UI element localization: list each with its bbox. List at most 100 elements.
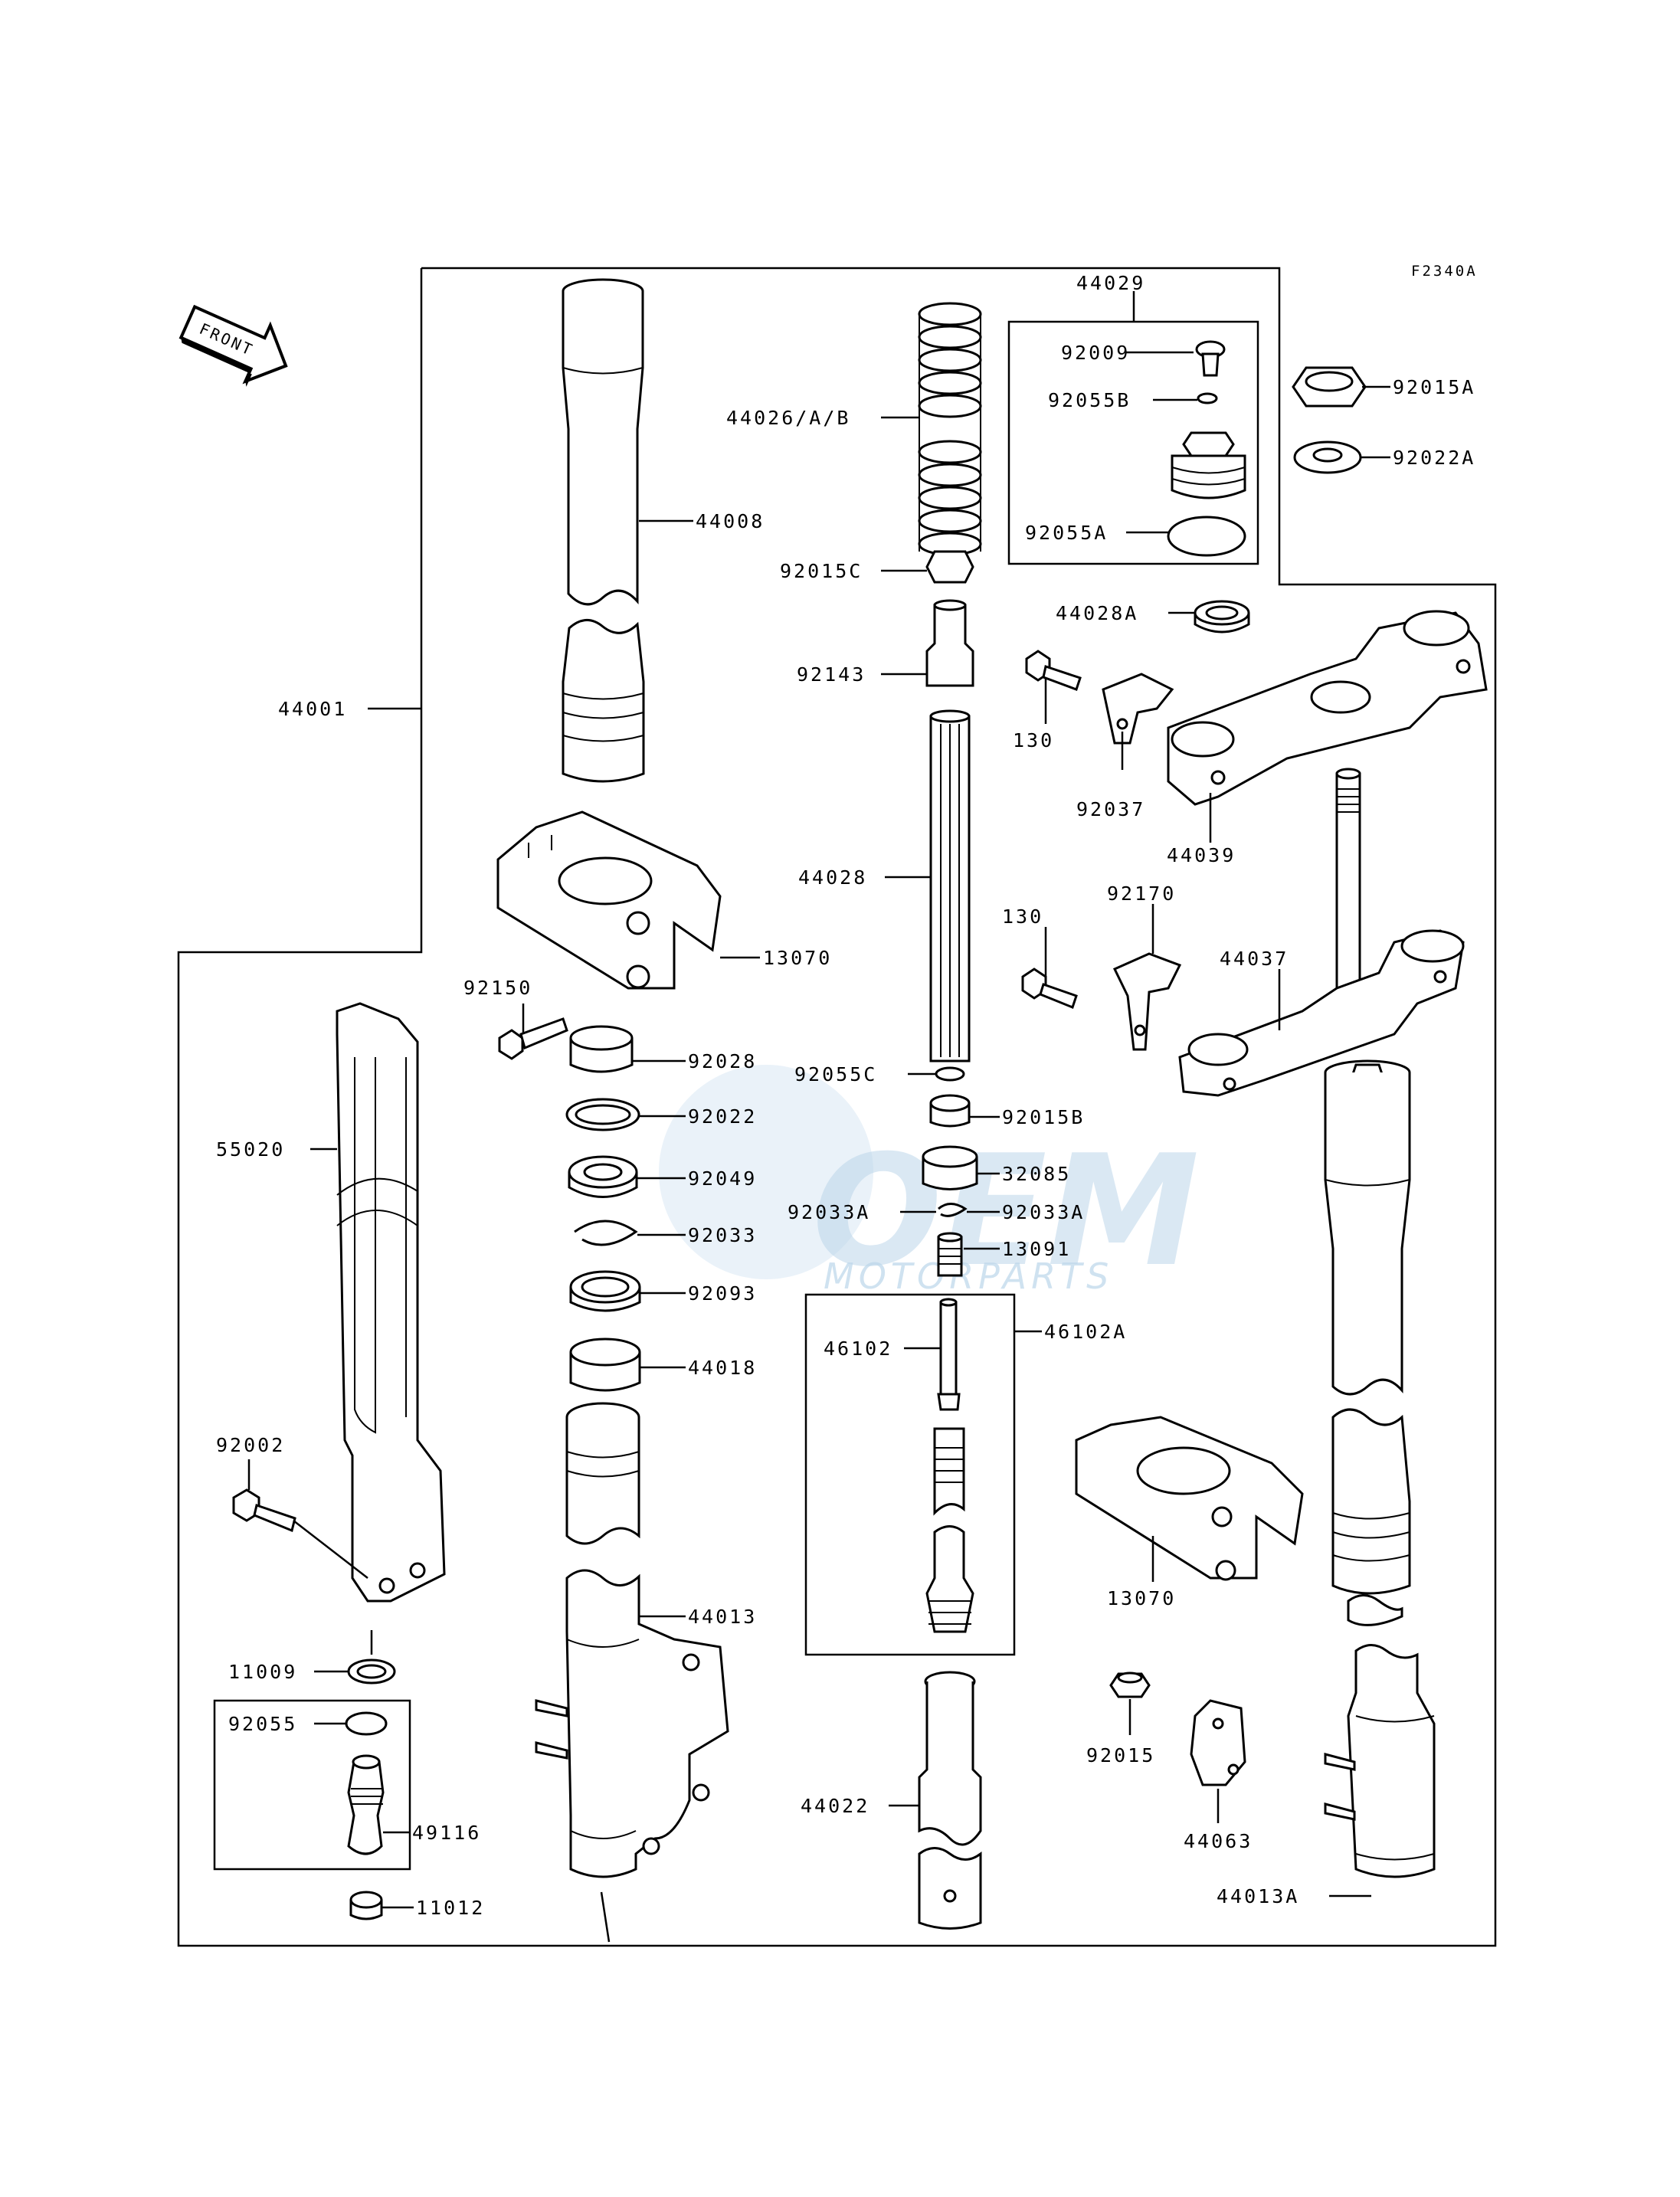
label-44018: 44018 <box>688 1357 757 1379</box>
label-44063: 44063 <box>1184 1830 1253 1852</box>
outer-tube-44013 <box>535 1569 729 1878</box>
nut-92015C <box>925 550 974 584</box>
fork-clamp-13070-left <box>496 810 722 990</box>
label-92033A-right: 92033A <box>1002 1201 1085 1223</box>
label-44001: 44001 <box>278 698 347 720</box>
bolt-92002 <box>232 1488 296 1533</box>
label-32085: 32085 <box>1002 1163 1071 1185</box>
kit-46102A-box <box>804 1293 1016 1656</box>
piston-valve-13091 <box>937 1232 963 1277</box>
label-46102A: 46102A <box>1044 1321 1127 1343</box>
label-55020: 55020 <box>216 1138 285 1161</box>
label-92022: 92022 <box>688 1105 757 1128</box>
front-direction-arrow-icon: FRONT <box>178 304 288 387</box>
outer-tube-section <box>565 1402 640 1545</box>
bolt-130-lower <box>1021 968 1078 1009</box>
label-44028A: 44028A <box>1056 602 1138 624</box>
watermark-globe-icon <box>659 1065 873 1279</box>
label-44022: 44022 <box>801 1795 869 1817</box>
label-92015A: 92015A <box>1393 376 1475 398</box>
label-92002: 92002 <box>216 1434 285 1456</box>
label-92143: 92143 <box>797 663 866 686</box>
nut-92015B <box>929 1094 971 1128</box>
cylinder-44022 <box>918 1671 982 1930</box>
label-92170: 92170 <box>1107 882 1176 905</box>
kit-49116-box <box>213 1699 411 1871</box>
spring-44026 <box>918 302 982 556</box>
piston-32085 <box>922 1145 978 1190</box>
axis-line-left <box>600 1891 611 1943</box>
label-92033: 92033 <box>688 1224 757 1246</box>
label-44013: 44013 <box>688 1606 757 1628</box>
label-92055B: 92055B <box>1048 389 1131 411</box>
diagram-reference: F2340A <box>1411 263 1478 280</box>
label-44029: 44029 <box>1076 272 1145 294</box>
cap-11012 <box>349 1891 383 1920</box>
fork-cap-bolt <box>1171 431 1246 499</box>
label-44013A: 44013A <box>1217 1885 1299 1907</box>
label-49116: 49116 <box>412 1822 481 1844</box>
bushing-92028 <box>569 1025 634 1073</box>
lower-triple-clamp-44037 <box>1178 768 1465 1097</box>
label-44037: 44037 <box>1220 948 1289 970</box>
snap-ring-92033 <box>574 1220 638 1246</box>
watermark: OEM MOTORPARTS <box>659 1065 1200 1301</box>
label-92015C: 92015C <box>780 560 863 582</box>
screw-92009 <box>1195 340 1226 377</box>
o-ring-92055A <box>1167 516 1246 557</box>
label-13070-right: 13070 <box>1107 1587 1176 1609</box>
label-92033A-left: 92033A <box>788 1201 870 1223</box>
label-13091: 13091 <box>1002 1238 1071 1260</box>
label-92022A: 92022A <box>1393 447 1475 469</box>
label-130-lower: 130 <box>1002 905 1043 928</box>
o-ring-92055B <box>1197 392 1218 404</box>
label-92049: 92049 <box>688 1167 757 1190</box>
watermark-subbrand: MOTORPARTS <box>824 1256 1113 1297</box>
fork-clamp-13070-right <box>1075 1416 1304 1581</box>
right-fork-tube <box>1324 1059 1411 1626</box>
bolt-92150 <box>498 1017 568 1060</box>
bracket-92037 <box>1102 673 1174 745</box>
label-92009: 92009 <box>1061 342 1130 364</box>
washer-92022 <box>565 1098 640 1131</box>
valve-49116 <box>347 1754 385 1855</box>
inner-tube-44008 <box>562 278 645 783</box>
bushing-44018 <box>569 1338 641 1392</box>
clamp-44063 <box>1190 1699 1246 1786</box>
label-11012: 11012 <box>416 1897 485 1919</box>
nut-92015 <box>1109 1671 1151 1698</box>
label-92015: 92015 <box>1086 1744 1155 1766</box>
collar-92143 <box>925 599 974 687</box>
label-92055C: 92055C <box>794 1063 877 1085</box>
bracket-92170 <box>1112 952 1182 1051</box>
label-44008: 44008 <box>696 510 765 532</box>
label-92055A: 92055A <box>1025 522 1108 544</box>
cap-44028A <box>1194 600 1250 634</box>
label-46102: 46102 <box>824 1338 892 1360</box>
leader-lines <box>247 351 1390 1909</box>
o-ring-92055C <box>935 1066 965 1082</box>
label-92015B: 92015B <box>1002 1106 1085 1128</box>
watermark-brand: OEM <box>812 1122 1200 1301</box>
rod-46102 <box>937 1298 961 1411</box>
outer-tube-44013A <box>1324 1644 1436 1878</box>
label-11009: 11009 <box>228 1661 297 1683</box>
label-44026-A-B: 44026/A/B <box>726 407 850 429</box>
label-44039: 44039 <box>1167 844 1236 866</box>
dust-seal-92093 <box>569 1270 641 1312</box>
upper-triple-clamp-44039 <box>1167 610 1488 806</box>
damper-rod-44028 <box>929 709 971 1062</box>
oil-seal-92049 <box>568 1155 638 1198</box>
label-92055: 92055 <box>228 1713 297 1735</box>
label-13070-left: 13070 <box>763 947 832 969</box>
o-ring-92055 <box>345 1711 388 1736</box>
label-92093: 92093 <box>688 1282 757 1305</box>
gasket-11009 <box>347 1658 396 1685</box>
label-130-upper: 130 <box>1013 729 1054 751</box>
washer-92022A <box>1293 440 1362 474</box>
bolt-130-upper <box>1025 650 1082 691</box>
fork-guard-55020 <box>336 1002 446 1603</box>
assembly-outline <box>177 267 1497 1947</box>
label-92037: 92037 <box>1076 798 1145 820</box>
label-92150: 92150 <box>463 977 532 999</box>
